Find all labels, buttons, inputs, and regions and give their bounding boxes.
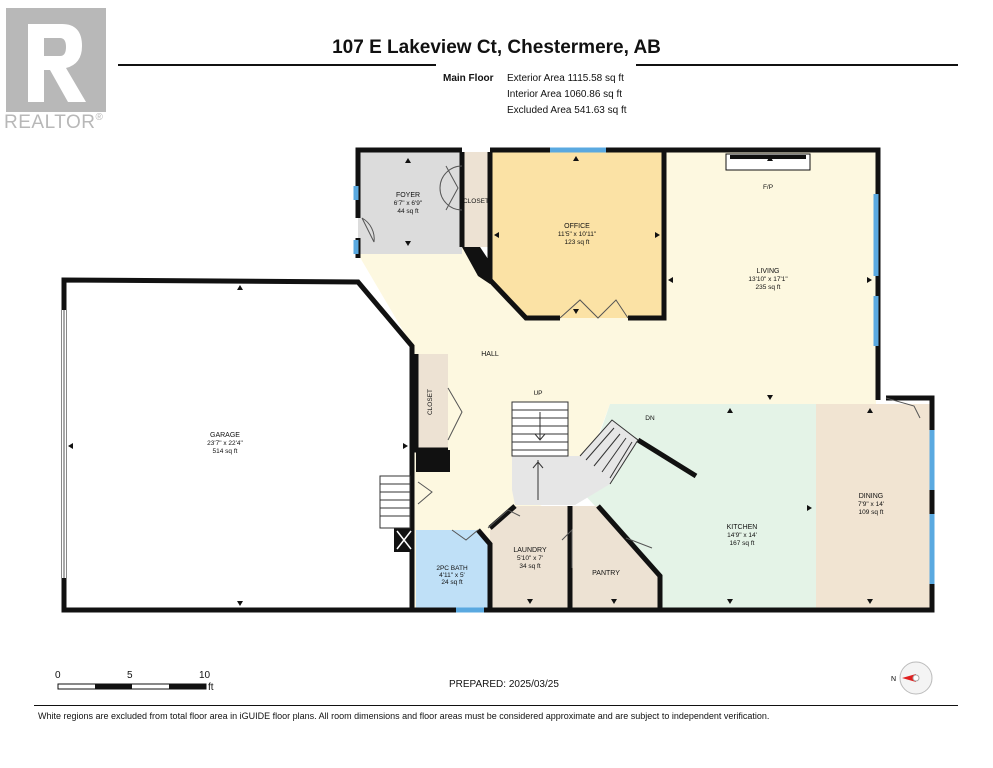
foyer-label: FOYER (396, 192, 420, 199)
bath-area: 24 sq ft (441, 579, 463, 586)
excluded-area: Excluded Area 541.63 sq ft (507, 105, 627, 116)
page-title: 107 E Lakeview Ct, Chestermere, AB (332, 37, 661, 58)
exterior-area: Exterior Area 1115.58 sq ft (507, 73, 624, 84)
scale-label-10: 10 (199, 670, 211, 681)
kitchen-area: 167 sq ft (730, 540, 755, 547)
scale-bar (57, 683, 207, 690)
closet-top-fill (462, 152, 490, 247)
bath-label: 2PC BATH (436, 565, 468, 572)
walls (61, 147, 935, 613)
office-area: 123 sq ft (565, 239, 590, 246)
hall-label: HALL (481, 351, 499, 358)
compass-label: N (891, 676, 896, 683)
dining-label: DINING (859, 493, 884, 500)
laundry-fill (490, 506, 570, 608)
bath-fill (416, 530, 490, 608)
scale-label-0: 0 (55, 670, 61, 681)
garage-label: GARAGE (210, 432, 240, 439)
doors (361, 165, 921, 568)
office-label: OFFICE (564, 223, 590, 230)
compass-icon: N (891, 661, 933, 695)
stairs-up-label: UP (533, 390, 542, 397)
closet-mid-label: CLOSET (427, 389, 434, 415)
garage-area: 514 sq ft (213, 448, 238, 455)
hall-fill (358, 152, 876, 608)
header-rule-right (636, 64, 958, 66)
dimension-markers (68, 156, 873, 606)
interior-area: Interior Area 1060.86 sq ft (507, 89, 623, 100)
footer-rule (34, 705, 958, 706)
stairs-down-label: DN (645, 415, 655, 422)
office-fill (490, 152, 664, 318)
kitchen-dims: 14'9" x 14' (727, 532, 757, 539)
office-dims: 11'5" x 10'11" (558, 231, 597, 238)
laundry-dims: 5'10" x 7' (517, 555, 543, 562)
living-label: LIVING (757, 268, 780, 275)
foyer-area: 44 sq ft (397, 208, 419, 215)
wall-block-foyer (462, 247, 490, 284)
area-stats: Exterior Area 1115.58 sq ft Interior Are… (507, 71, 627, 119)
bath-dims: 4'11" x 5' (439, 572, 465, 579)
closet-top-label: CLOSET (463, 198, 489, 205)
prepared-date: PREPARED: 2025/03/25 (449, 679, 559, 690)
realtor-wordmark: REALTOR® (4, 112, 104, 133)
dining-fill (816, 404, 932, 608)
scale-label-5: 5 (127, 670, 133, 681)
living-area: 235 sq ft (756, 284, 781, 291)
foyer-dims: 6'7" x 6'9" (394, 200, 423, 207)
header-rule-left (118, 64, 436, 66)
laundry-label: LAUNDRY (513, 547, 547, 554)
floor-label: Main Floor (443, 73, 494, 84)
scale-unit: ft (208, 682, 214, 693)
kitchen-fill (580, 404, 816, 608)
garage-dims: 23'7" x 22'4" (207, 440, 243, 447)
kitchen-label: KITCHEN (727, 524, 758, 531)
stairs (379, 401, 639, 529)
living-dims: 13'10" x 17'1" (748, 276, 788, 283)
closet-mid-fill (416, 354, 448, 450)
dining-area: 109 sq ft (859, 509, 884, 516)
pantry-fill (572, 506, 660, 608)
disclaimer: White regions are excluded from total fl… (38, 711, 770, 721)
laundry-area: 34 sq ft (519, 563, 541, 570)
realtor-logo (6, 8, 106, 112)
fireplace-label: F/P (763, 184, 773, 191)
windows (353, 147, 935, 613)
dining-dims: 7'9" x 14' (858, 501, 884, 508)
pantry-label: PANTRY (592, 570, 620, 577)
wall-block-closet (416, 450, 450, 472)
stair-landing-fill (512, 420, 638, 505)
foyer-fill (358, 152, 462, 254)
